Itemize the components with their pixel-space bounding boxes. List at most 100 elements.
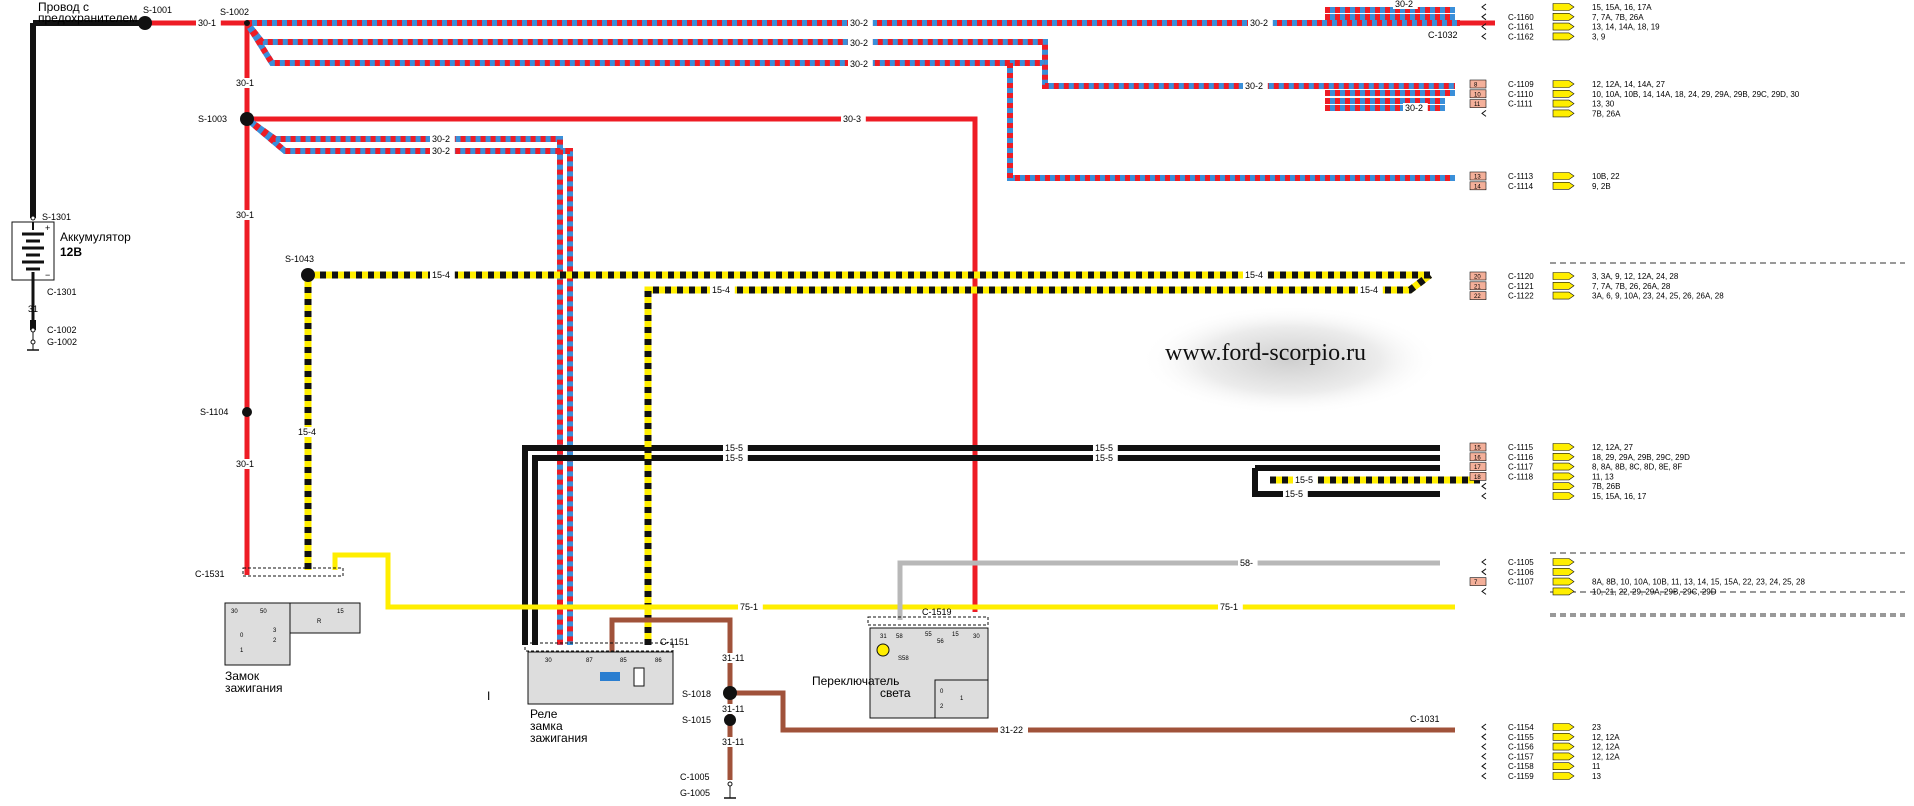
relay-label-2: замка bbox=[530, 719, 563, 733]
label-C-1519: C-1519 bbox=[922, 607, 952, 617]
connector-arrow-icon bbox=[1552, 22, 1575, 31]
connector-arrow-icon bbox=[1552, 482, 1575, 490]
connector-id: C-1115 bbox=[1508, 443, 1534, 452]
wire-label-154: 15-4 bbox=[298, 427, 316, 437]
connector-values: 13, 30 bbox=[1592, 100, 1615, 109]
splice-S-1104 bbox=[242, 407, 252, 417]
wire-label-bg bbox=[1238, 558, 1258, 568]
splice-S-1018 bbox=[723, 686, 737, 700]
black-wires bbox=[30, 20, 1440, 645]
connector-id: C-1106 bbox=[1508, 568, 1534, 577]
pin-box bbox=[1469, 472, 1487, 481]
ignition-switch-label-1: Замок bbox=[225, 669, 260, 683]
svg-text:1: 1 bbox=[240, 648, 244, 654]
connector-values: 15, 15A, 16, 17A bbox=[1592, 3, 1652, 12]
wire-label-bg bbox=[430, 146, 455, 156]
watermark: www.ford-scorpio.ru bbox=[1165, 340, 1366, 366]
pin-box bbox=[1469, 452, 1487, 462]
connector-arrow-icon bbox=[1552, 172, 1575, 180]
label-S-1043: S-1043 bbox=[285, 254, 314, 264]
pin-number: 8 bbox=[1474, 83, 1478, 89]
wire-label-bg bbox=[738, 602, 763, 612]
wire-label-bg bbox=[1403, 103, 1428, 113]
pin-box bbox=[1469, 281, 1487, 291]
label-S-1301: S-1301 bbox=[42, 212, 71, 222]
dashed-separators bbox=[1550, 262, 1905, 617]
wire-label-bg bbox=[720, 704, 750, 714]
battery-voltage: 12В bbox=[60, 245, 82, 259]
svg-text:30: 30 bbox=[545, 658, 552, 664]
svg-text:1: 1 bbox=[960, 696, 964, 702]
light-switch: 31 58 55 56 15 30 S58 0 1 2 Переключател… bbox=[812, 616, 989, 719]
pin-box bbox=[1469, 462, 1487, 471]
battery-minus: − bbox=[45, 270, 50, 280]
connector-values: 11 bbox=[1592, 762, 1601, 771]
wire-label-155: 15-5 bbox=[725, 443, 743, 453]
wire-label-301: 30-1 bbox=[198, 18, 216, 28]
wire-label-bg bbox=[720, 653, 750, 663]
connector-values: 12, 12A, 27 bbox=[1592, 443, 1633, 452]
pin-box bbox=[1469, 442, 1487, 452]
wire-label-bg bbox=[1243, 81, 1268, 91]
label-C-1151: C-1151 bbox=[660, 637, 689, 647]
wire-label-bg bbox=[710, 285, 735, 295]
connector-id: C-1120 bbox=[1508, 272, 1534, 281]
wire-label-154: 15-4 bbox=[1360, 285, 1378, 295]
connector-arrow-icon bbox=[1552, 723, 1575, 731]
connector-arrow-icon bbox=[1552, 272, 1575, 280]
connector-id: C-1154 bbox=[1508, 723, 1534, 732]
connector-values: 15, 15A, 16, 17 bbox=[1592, 492, 1647, 501]
ignition-relay: 30 87 85 86 Реле замка зажигания I bbox=[487, 642, 674, 745]
connector-chevron-icon bbox=[1481, 23, 1487, 30]
wire-label-301: 30-1 bbox=[236, 78, 254, 88]
connector-arrow-icon bbox=[1552, 462, 1575, 471]
wire-label-303: 30-3 bbox=[843, 114, 861, 124]
svg-text:86: 86 bbox=[655, 658, 662, 664]
pin-number: 17 bbox=[1474, 465, 1481, 471]
ignition-switch: 30 50 15 R 0 1 2 3 Замок зажигания bbox=[224, 567, 361, 695]
pin-number: 20 bbox=[1474, 275, 1481, 281]
connector-id: C-1107 bbox=[1508, 578, 1534, 587]
wire-label-58: 58- bbox=[1240, 558, 1253, 568]
wire-label-3111: 31-11 bbox=[722, 704, 744, 714]
connector-id: C-1111 bbox=[1508, 100, 1533, 109]
connector-id: C-1157 bbox=[1508, 752, 1534, 761]
label-C-1002: C-1002 bbox=[47, 325, 77, 335]
connector-chevron-icon bbox=[1481, 110, 1487, 117]
connector-id: C-1105 bbox=[1508, 558, 1534, 567]
svg-text:87: 87 bbox=[586, 658, 593, 664]
connector-values: 3A, 6, 9, 10A, 23, 24, 25, 26, 26A, 28 bbox=[1592, 292, 1724, 301]
wire-label-bg bbox=[1358, 285, 1383, 295]
wire-label-154: 15-4 bbox=[432, 270, 450, 280]
svg-text:3: 3 bbox=[273, 628, 277, 634]
wire-label-bg bbox=[723, 453, 748, 463]
wire-label-302: 30-2 bbox=[432, 146, 450, 156]
connector-chevron-icon bbox=[1481, 13, 1487, 21]
wire-label-bg bbox=[1218, 602, 1243, 612]
label-C-1031: C-1031 bbox=[1410, 714, 1440, 724]
connector-arrow-icon bbox=[1552, 762, 1575, 770]
wire-label-751: 75-1 bbox=[1220, 602, 1238, 612]
connector-chevron-icon bbox=[1481, 482, 1487, 490]
light-switch-label-2: света bbox=[880, 686, 911, 700]
label-C-1005: C-1005 bbox=[680, 772, 710, 782]
connector-values: 3, 3A, 9, 12, 12A, 24, 28 bbox=[1592, 272, 1679, 281]
wire-label-bg bbox=[234, 210, 259, 220]
connector-values: 10, 21, 22, 29, 29A, 29B, 29C, 29D bbox=[1592, 587, 1717, 596]
connector-arrow-icon bbox=[1552, 472, 1575, 481]
wire-label-155: 15-5 bbox=[1285, 489, 1303, 499]
wire-label-bg bbox=[848, 38, 873, 48]
pin-number: 11 bbox=[1474, 102, 1481, 108]
connector-id: C-1159 bbox=[1508, 772, 1534, 781]
wire-label-302: 30-2 bbox=[1250, 18, 1268, 28]
connector-arrow-icon bbox=[1552, 90, 1575, 98]
connector-values: 10B, 22 bbox=[1592, 172, 1620, 181]
wire-label-302: 30-2 bbox=[1395, 0, 1413, 9]
connector-arrow-icon bbox=[1552, 733, 1575, 741]
connector-arrow-icon bbox=[1552, 80, 1575, 88]
wire-label-302: 30-2 bbox=[850, 18, 868, 28]
svg-text:30: 30 bbox=[973, 634, 980, 640]
wire-label-bg bbox=[196, 18, 221, 28]
